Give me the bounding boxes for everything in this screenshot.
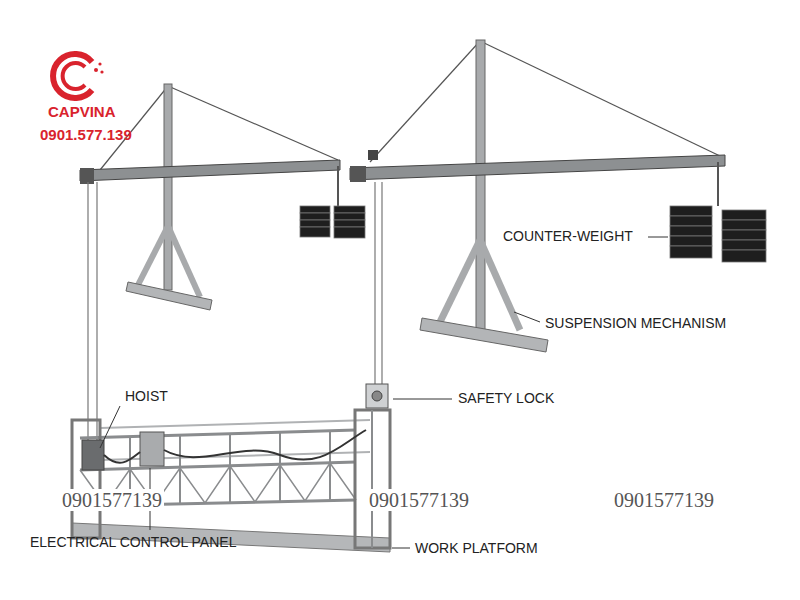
work-platform-drawing bbox=[72, 384, 390, 552]
watermark: 0901577139 bbox=[612, 489, 716, 511]
part-label: SAFETY LOCK bbox=[458, 391, 554, 406]
part-label: WORK PLATFORM bbox=[415, 541, 538, 556]
watermark: 0901577139 bbox=[367, 489, 471, 511]
brand-phone: 0901.577.139 bbox=[40, 127, 132, 144]
right-suspension bbox=[350, 40, 766, 384]
watermark: 0901577139 bbox=[60, 489, 164, 511]
part-label: SUSPENSION MECHANISM bbox=[545, 316, 726, 331]
part-label: ELECTRICAL CONTROL PANEL bbox=[30, 535, 236, 550]
leader-lines bbox=[100, 237, 668, 548]
brand-name: CAPVINA bbox=[48, 104, 116, 121]
part-label: COUNTER-WEIGHT bbox=[503, 229, 633, 244]
logo-icon bbox=[53, 54, 104, 98]
part-label: HOIST bbox=[125, 389, 168, 404]
